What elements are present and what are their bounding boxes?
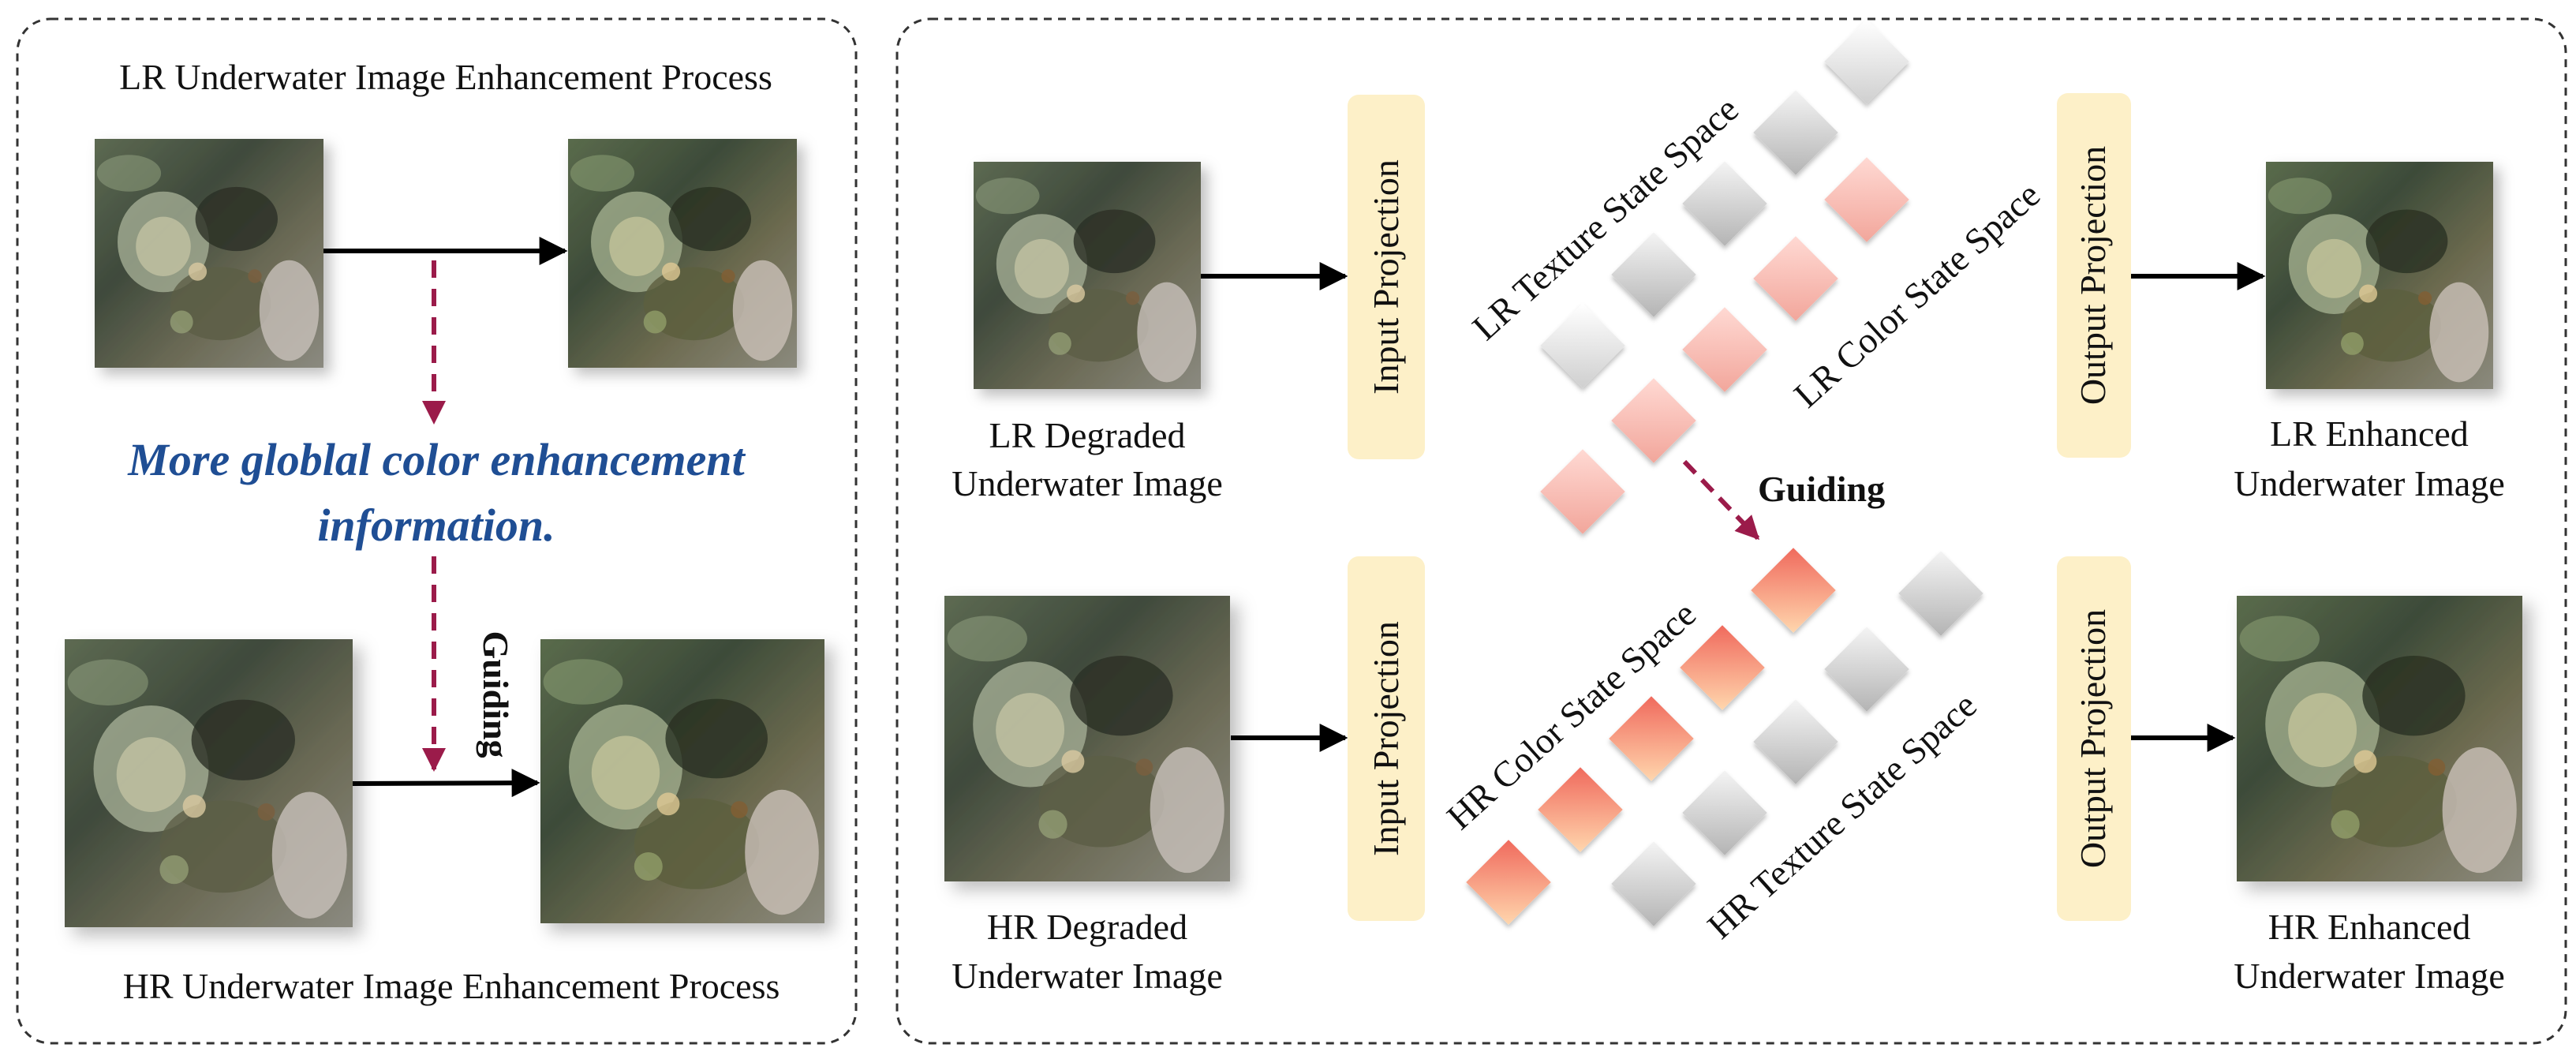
lr-process-title: LR Underwater Image Enhancement Process — [119, 57, 772, 97]
lr-enhanced-photo — [568, 139, 797, 368]
guiding-label-right: Guiding — [1758, 469, 1885, 509]
hr-color-tile — [1466, 840, 1551, 925]
hr-degraded-photo — [944, 596, 1230, 881]
hr-input-photo — [65, 639, 353, 927]
lr-enhanced-label-line1: LR Enhanced — [2270, 413, 2469, 454]
highlight-text-line1: More globlal color enhancement — [127, 434, 746, 485]
lr-degraded-label-line2: Underwater Image — [952, 463, 1223, 503]
hr-process-title: HR Underwater Image Enhancement Process — [123, 966, 780, 1006]
left-panel-border — [16, 17, 858, 1045]
lr-texture-tile — [1824, 19, 1909, 104]
lr-texture-tile — [1611, 232, 1696, 317]
hr-texture-tile — [1682, 770, 1767, 855]
hr-enhanced-label-line1: HR Enhanced — [2268, 907, 2471, 947]
hr-color-tile — [1751, 548, 1836, 633]
lr-color-state-space-label: LR Color State Space — [1786, 174, 2047, 415]
hr-enhanced-label-line2: Underwater Image — [2234, 956, 2505, 996]
lr-input-photo — [95, 139, 323, 368]
hr-input-projection-box — [1348, 556, 1425, 921]
lr-enhanced-label-line2: Underwater Image — [2234, 463, 2505, 503]
hr-process-arrow — [352, 769, 540, 798]
hr-enhanced-output-photo — [2237, 596, 2522, 881]
guiding-label-left: Guiding — [476, 631, 516, 758]
hr-input-projection-label: Input Projection — [1366, 621, 1406, 856]
hr-output-projection-label: Output Projection — [2073, 609, 2113, 868]
hr-enhanced-photo — [540, 639, 824, 923]
lr-input-projection-label: Input Projection — [1366, 159, 1406, 395]
lr-output-projection-label: Output Projection — [2073, 146, 2113, 405]
lr-texture-tile — [1682, 161, 1767, 246]
hr-degraded-label-line2: Underwater Image — [952, 956, 1223, 996]
hr-texture-tile — [1611, 841, 1696, 926]
lr-output-projection-box — [2057, 93, 2131, 458]
guiding-arrow-right — [1682, 459, 1760, 541]
lr-color-tile — [1753, 236, 1838, 321]
lr-texture-tile — [1753, 90, 1838, 175]
lr-degraded-photo — [974, 162, 1201, 389]
hr-texture-tile — [1824, 627, 1909, 712]
hr-color-tile — [1680, 625, 1765, 710]
hr-output-projection-box — [2057, 556, 2131, 921]
hr-color-tile — [1609, 696, 1694, 781]
lr-color-tile — [1682, 307, 1767, 392]
hr-degraded-label-line1: HR Degraded — [987, 907, 1187, 947]
lr-input-projection-box — [1348, 95, 1425, 459]
lr-texture-tile — [1540, 303, 1625, 388]
lr-enhanced-output-photo — [2266, 162, 2493, 389]
hr-texture-tile — [1753, 699, 1838, 784]
lr-color-tile — [1540, 449, 1625, 534]
hr-texture-tile — [1898, 551, 1983, 636]
right-panel-border — [895, 17, 2567, 1045]
lr-color-tile — [1611, 378, 1696, 463]
lr-color-tile — [1824, 157, 1909, 242]
hr-color-tile — [1538, 767, 1623, 852]
lr-degraded-label-line1: LR Degraded — [989, 415, 1185, 455]
highlight-text-line2: information. — [317, 500, 555, 551]
